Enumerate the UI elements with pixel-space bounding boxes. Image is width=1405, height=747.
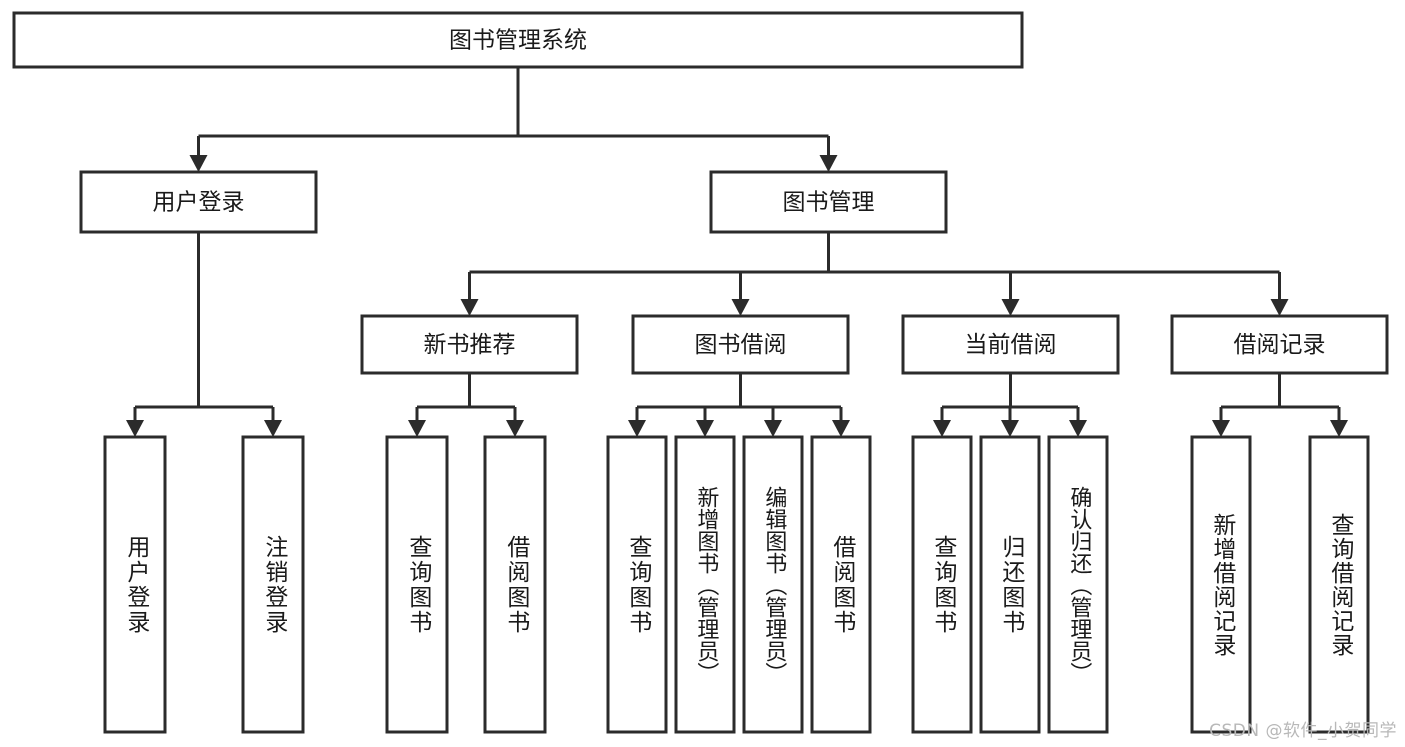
node-label-借阅记录: 借阅记录	[1234, 332, 1326, 358]
node-box-借阅图书[interactable]	[810, 435, 872, 734]
node-box-新书推荐[interactable]	[360, 314, 579, 375]
node-label-新书推荐: 新书推荐	[424, 332, 516, 358]
node-box-借阅记录[interactable]	[1170, 314, 1389, 375]
arrowhead-booksmgmt-3	[1270, 299, 1289, 316]
node-label-当前借阅: 当前借阅	[965, 332, 1057, 358]
node-label-图书借阅: 图书借阅	[695, 332, 787, 358]
node-box-编辑图书管理员[interactable]	[742, 435, 804, 734]
arrowhead-booksmgmt-1	[731, 299, 750, 316]
node-box-图书借阅[interactable]	[631, 314, 850, 375]
arrowhead-userlogin-0	[126, 420, 144, 437]
node-box-新增借阅记录[interactable]	[1190, 435, 1252, 734]
node-box-用户登录[interactable]	[103, 435, 167, 734]
node-box-新增图书管理员[interactable]	[674, 435, 736, 734]
node-box-用户登录[interactable]	[79, 170, 318, 234]
node-label-图书管理系统: 图书管理系统	[449, 28, 587, 54]
node-box-当前借阅[interactable]	[901, 314, 1120, 375]
arrowhead-l3-2-2	[1069, 420, 1087, 437]
node-box-确认归还管理员[interactable]	[1047, 435, 1109, 734]
arrowhead-userlogin-1	[264, 420, 282, 437]
node-box-查询图书[interactable]	[911, 435, 973, 734]
connector-layer	[126, 67, 1348, 437]
arrowhead-l3-1-1	[696, 420, 714, 437]
node-box-查询图书[interactable]	[606, 435, 668, 734]
arrowhead-l3-3-1	[1330, 420, 1348, 437]
arrowhead-booksmgmt-2	[1001, 299, 1020, 316]
arrowhead-l3-3-0	[1212, 420, 1230, 437]
arrowhead-l3-0-1	[506, 420, 524, 437]
arrowhead-booksmgmt-0	[460, 299, 479, 316]
node-label-用户登录: 用户登录	[153, 190, 245, 216]
node-box-归还图书[interactable]	[979, 435, 1041, 734]
arrowhead-root-0	[189, 155, 208, 172]
node-box-查询借阅记录[interactable]	[1308, 435, 1370, 734]
arrowhead-l3-0-0	[408, 420, 426, 437]
watermark: CSDN @软件_小贺同学	[1209, 721, 1397, 741]
arrowhead-l3-1-3	[832, 420, 850, 437]
node-box-图书管理系统[interactable]	[12, 11, 1024, 69]
node-box-layer	[12, 11, 1389, 734]
arrowhead-l3-1-2	[764, 420, 782, 437]
node-box-借阅图书[interactable]	[483, 435, 547, 734]
node-label-图书管理: 图书管理	[783, 190, 875, 216]
arrowhead-root-1	[819, 155, 838, 172]
node-box-注销登录[interactable]	[241, 435, 305, 734]
node-box-图书管理[interactable]	[709, 170, 948, 234]
arrowhead-l3-1-0	[628, 420, 646, 437]
node-box-查询图书[interactable]	[385, 435, 449, 734]
arrowhead-l3-2-0	[933, 420, 951, 437]
arrowhead-l3-2-1	[1001, 420, 1019, 437]
